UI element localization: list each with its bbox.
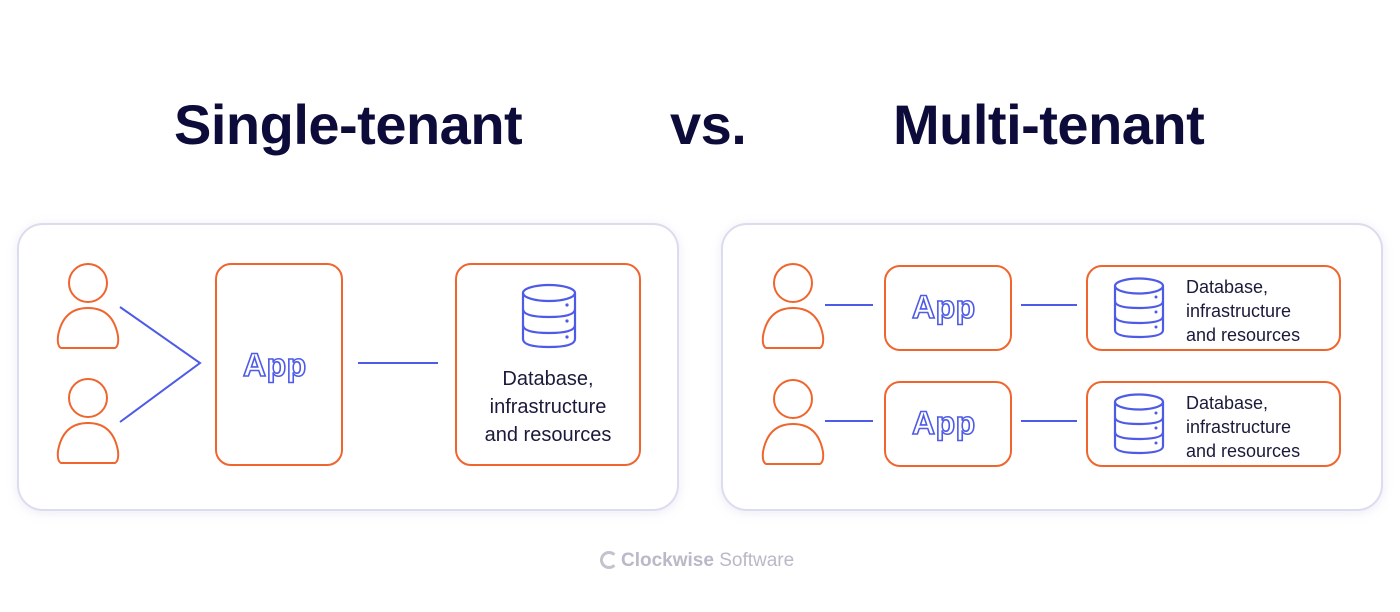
app-label: App (242, 346, 307, 384)
resource-label-line: Database, (502, 368, 594, 390)
resource-label-line: and resources (1186, 325, 1301, 345)
resource-label: Database, infrastructure and resources (1186, 275, 1300, 347)
app-label: App (911, 288, 976, 326)
resource-label-line: and resources (484, 424, 612, 446)
resource-label: Database, infrastructure and resources (457, 365, 639, 449)
app-label: App (911, 404, 976, 442)
brand-name-light: Software (719, 550, 795, 571)
resource-label-line: and resources (1186, 441, 1301, 461)
resource-box: Database, infrastructure and resources (1086, 381, 1341, 467)
user-icon (56, 263, 120, 349)
user-icon (761, 263, 825, 349)
app-box: App (215, 263, 343, 466)
resource-label: Database, infrastructure and resources (1186, 391, 1300, 463)
brand-logo: Clockwise Software (600, 550, 794, 572)
clockwise-logo-icon (600, 551, 618, 569)
title-multi-tenant: Multi-tenant (893, 93, 1205, 156)
brand-name-bold: Clockwise (621, 550, 714, 571)
resource-label-line: infrastructure (1186, 417, 1292, 437)
title-vs: vs. (670, 93, 747, 156)
app-box: App (884, 265, 1012, 351)
title-single-tenant: Single-tenant (174, 93, 523, 156)
resource-box: Database, infrastructure and resources (1086, 265, 1341, 351)
user-icon (56, 378, 120, 464)
database-icon (521, 283, 577, 349)
resource-label-line: Database, (1186, 393, 1269, 413)
resource-label-line: Database, (1186, 277, 1269, 297)
resource-box: Database, infrastructure and resources (455, 263, 641, 466)
user-icon (761, 379, 825, 465)
database-icon (1113, 393, 1165, 455)
resource-label-line: infrastructure (489, 396, 607, 418)
resource-label-line: infrastructure (1186, 301, 1292, 321)
app-box: App (884, 381, 1012, 467)
database-icon (1113, 277, 1165, 339)
